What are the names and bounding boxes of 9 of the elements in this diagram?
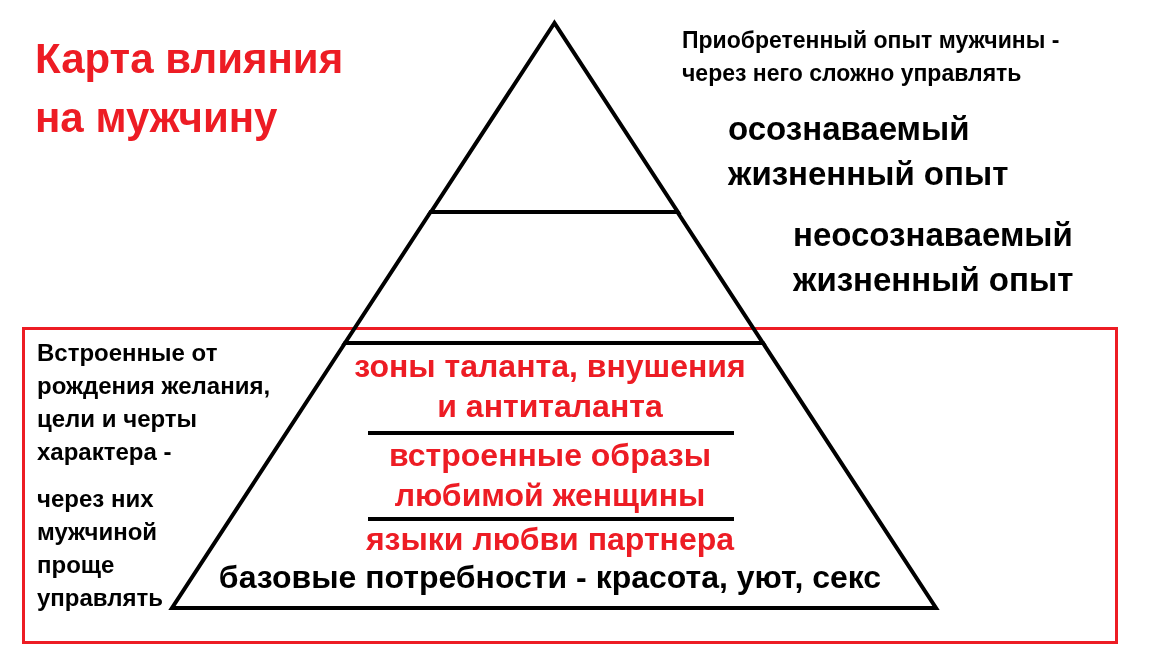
- annotation-text: Приобретенный опыт мужчины - через него сложно управлять: [682, 26, 1061, 88]
- frame-note: Встроенные от рождения желания, цели и черты характера -: [37, 338, 272, 467]
- tier-label: базовые потребности - красота, уют, секс: [217, 559, 883, 595]
- frame-note: через них мужчиной проще управлять: [37, 484, 165, 613]
- highlight-frame: [22, 327, 1118, 644]
- tier-caption: осознаваемый жизненный опыт: [728, 109, 1010, 194]
- diagram-title: Карта влияния на мужчину: [35, 34, 345, 143]
- tier-caption: неосознаваемый жизненный опыт: [793, 215, 1075, 300]
- tier-label: языки любви партнера: [364, 521, 736, 557]
